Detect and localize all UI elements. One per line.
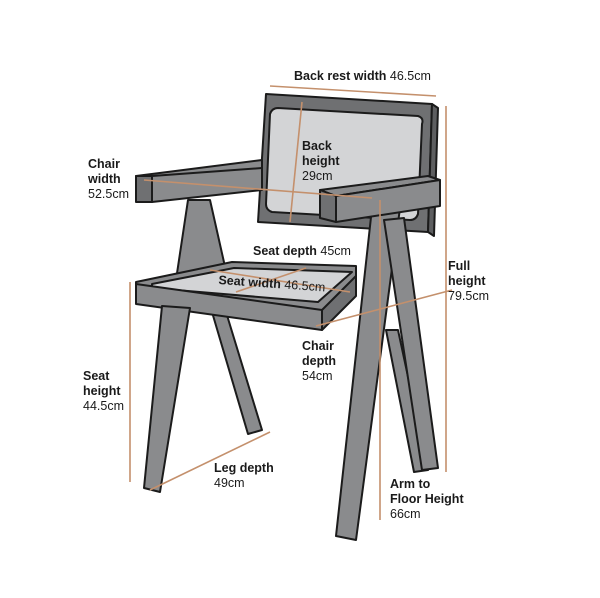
label-name-line2: height <box>448 274 486 288</box>
label-name-line2: Floor Height <box>390 492 464 506</box>
back-left-leg <box>211 311 263 435</box>
label-value: 79.5cm <box>448 289 489 303</box>
label-name: Leg depth <box>214 461 274 475</box>
label-name-line1: Arm to <box>390 477 431 491</box>
label-value: 54cm <box>302 369 333 383</box>
measure-back-rest-width <box>269 85 437 97</box>
label-value: 29cm <box>302 169 333 183</box>
seat-right-edge <box>321 275 357 331</box>
label-value: 46.5cm <box>389 69 431 83</box>
measure-leg-depth <box>149 431 271 491</box>
label-name-line1: Full <box>448 259 471 273</box>
right-rear-leg <box>383 217 439 471</box>
label-chair-width: Chair width 52.5cm <box>88 157 129 202</box>
label-name-line2: height <box>302 154 340 168</box>
label-value: 49cm <box>214 476 245 490</box>
label-back-height: Back height 29cm <box>302 139 340 184</box>
label-full-height: Full height 79.5cm <box>448 259 489 304</box>
measure-seat-width <box>209 269 351 293</box>
label-name-line1: Chair <box>88 157 120 171</box>
label-name-line1: Back <box>302 139 332 153</box>
label-name: Seat width <box>218 273 282 292</box>
label-value: 52.5cm <box>88 187 129 201</box>
label-chair-depth: Chair depth 54cm <box>302 339 336 384</box>
label-seat-height: Seat height 44.5cm <box>83 369 124 414</box>
measure-chair-depth <box>315 289 453 327</box>
label-name-line1: Seat <box>83 369 110 383</box>
front-left-leg <box>143 305 191 493</box>
label-value: 66cm <box>390 507 421 521</box>
label-name-line2: height <box>83 384 121 398</box>
right-armrest-side <box>335 179 441 223</box>
label-value: 44.5cm <box>83 399 124 413</box>
label-arm-to-floor-height: Arm to Floor Height 66cm <box>390 477 464 522</box>
label-name: Back rest width <box>294 69 387 83</box>
label-leg-depth: Leg depth 49cm <box>214 461 274 491</box>
label-name-line2: width <box>88 172 121 186</box>
label-value: 45cm <box>320 244 351 258</box>
label-name: Seat depth <box>253 244 317 258</box>
label-name-line1: Chair <box>302 339 334 353</box>
measure-back-height <box>289 101 303 223</box>
label-name-line2: depth <box>302 354 337 368</box>
label-value: 46.5cm <box>283 277 326 295</box>
label-seat-depth: Seat depth 45cm <box>253 244 351 259</box>
measure-chair-width <box>143 179 373 199</box>
label-back-rest-width: Back rest width 46.5cm <box>294 69 431 84</box>
